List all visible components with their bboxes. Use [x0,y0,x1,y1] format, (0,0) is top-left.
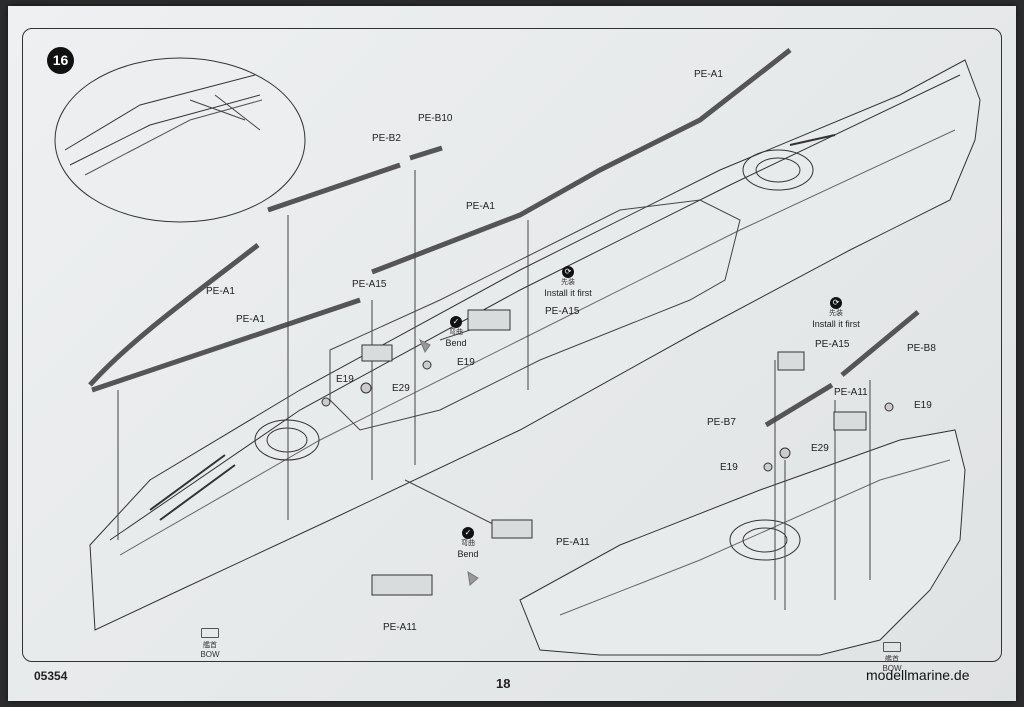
railing-pe-b2 [267,162,401,213]
bend-icon: ✓ [462,527,474,539]
railing-pe-b8 [840,310,920,377]
label-e29-right: E29 [811,443,829,454]
note-install-first-2: ⟳ 先装 Install it first [812,297,860,329]
bow-arrow-icon [201,628,219,638]
bow-indicator-right: 艦首 BOW [862,642,922,673]
label-pe-b10: PE-B10 [418,113,453,124]
part-pe-a15-left [361,344,393,362]
secondary-hull [519,429,966,656]
label-e19-left: E19 [336,374,354,385]
label-pe-a1-top: PE-A1 [694,69,723,80]
label-pe-b7: PE-B7 [707,417,736,428]
bow-arrow-icon [883,642,901,652]
label-pe-b8: PE-B8 [907,343,936,354]
railing-pe-a1-mid [371,48,792,275]
label-pe-a15-center: PE-A15 [545,306,580,317]
label-pe-b2: PE-B2 [372,133,401,144]
label-pe-a11-right: PE-A11 [834,387,868,398]
kit-code: 05354 [34,669,68,683]
install-first-icon: ⟳ [830,297,842,309]
label-e19-right2: E19 [720,462,738,473]
note-install-first-1: ⟳ 先装 Install it first [544,266,592,298]
part-pe-a15-right [777,351,805,371]
label-pe-a1-left2: PE-A1 [236,314,265,325]
label-e29-left: E29 [392,383,410,394]
label-e19-right: E19 [914,400,932,411]
label-pe-a15-left: PE-A15 [352,279,387,290]
page-number: 18 [496,676,511,691]
part-pe-a11-right [833,411,867,431]
railing-pe-b10 [409,145,443,161]
label-pe-a15-right: PE-A15 [815,339,850,350]
part-pe-a11-bottom [371,574,433,596]
part-pe-a11-center [491,519,533,539]
step-number-badge: 16 [47,47,74,74]
part-pe-a15-center [467,309,511,331]
watermark: modellmarine.de [866,667,970,683]
label-pe-a11-bottom: PE-A11 [383,622,417,633]
label-pe-a1-mid: PE-A1 [466,201,495,212]
main-hull [89,59,981,631]
railing-pe-a1-curve [88,243,260,387]
label-pe-a1-left: PE-A1 [206,286,235,297]
install-first-icon: ⟳ [562,266,574,278]
note-bend-2: ✓ 弯曲 Bend [457,527,479,559]
label-e19-center: E19 [457,357,475,368]
note-bend-1: ✓ 弯曲 Bend [445,316,467,348]
detail-inset [54,57,306,223]
step-frame [22,28,1002,662]
label-pe-a11-center: PE-A11 [556,537,590,548]
railing-pe-a1-lower [91,297,361,393]
bow-indicator-left: 艦首 BOW [180,628,240,659]
bend-icon: ✓ [450,316,462,328]
railing-pe-b7 [764,382,834,428]
